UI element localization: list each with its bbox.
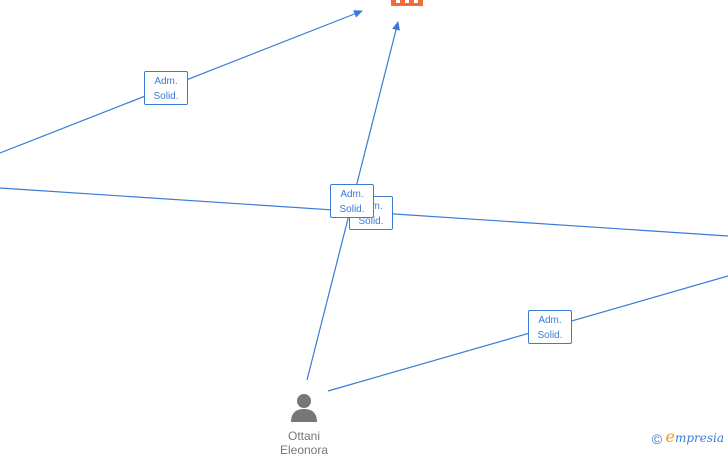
person-name-line1: Ottani: [287, 429, 320, 443]
brand-logo-initial: e: [665, 427, 675, 447]
copyright-symbol: ©: [651, 431, 663, 447]
edge-label-line2: Solid.: [153, 91, 179, 102]
edge-label-center: Adm. Solid.: [330, 184, 374, 218]
building-icon[interactable]: [391, 0, 423, 6]
person-icon: [291, 394, 317, 422]
edge-label-line2: Solid.: [358, 216, 384, 227]
edge-label-line1: Adm.: [538, 315, 562, 326]
edge-label-line2: Solid.: [339, 204, 365, 215]
person-name-line2: Eleonora: [279, 443, 329, 457]
edge-label-line1: Adm.: [340, 189, 364, 200]
edge-label-line1: Adm.: [154, 76, 178, 87]
watermark: © empresia: [652, 427, 724, 447]
edge-label-left: Adm. Solid.: [144, 71, 188, 105]
person-node[interactable]: Ottani Eleonora: [270, 392, 338, 457]
brand-logo-text: mpresia: [674, 431, 724, 446]
edge-label-line2: Solid.: [537, 330, 563, 341]
edge-label-right: Adm. Solid.: [528, 310, 572, 344]
person-name: Ottani Eleonora: [270, 429, 338, 457]
brand-logo: empresia: [665, 427, 724, 446]
